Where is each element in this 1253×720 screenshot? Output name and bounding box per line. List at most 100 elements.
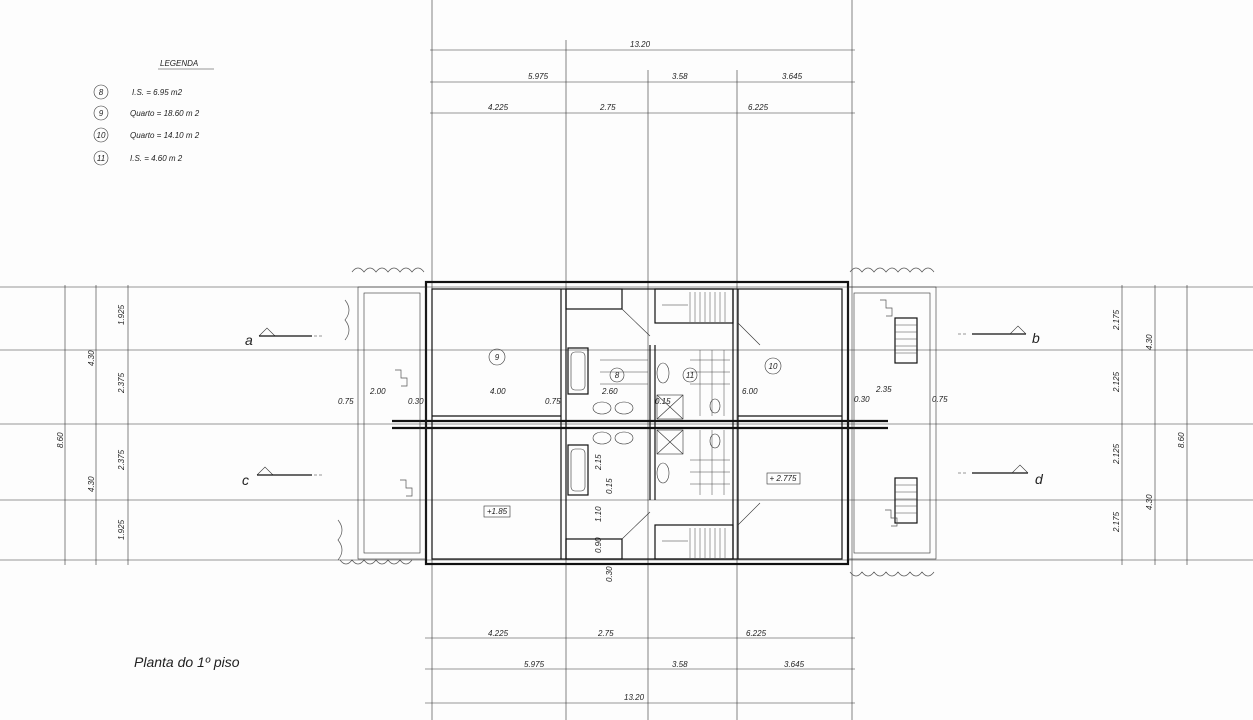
dim-5975-bottom: 5.975 — [524, 660, 545, 669]
dim-860-left: 8.60 — [56, 432, 65, 448]
dimension-labels: 13.20 5.975 3.58 3.645 4.225 2.75 6.225 … — [56, 40, 1186, 702]
legend-marker-9 — [93, 105, 109, 121]
room-label-10: 10 — [769, 362, 778, 371]
dim-6225-top: 6.225 — [748, 103, 769, 112]
dim-6225-bottom: 6.225 — [746, 629, 767, 638]
toilet-top — [656, 362, 670, 384]
bidet-top — [709, 398, 721, 414]
stairs — [662, 292, 918, 558]
dim-075-right: 0.75 — [932, 395, 948, 404]
dim-090: 0.90 — [594, 537, 603, 553]
dim-430-top-right: 4.30 — [1145, 334, 1154, 350]
section-markers: a c b d — [242, 325, 1044, 488]
dim-430-top-left: 4.30 — [87, 350, 96, 366]
legend-item-10: Quarto = 14.10 m 2 — [130, 131, 200, 140]
dim-2125-top-right: 2.125 — [1112, 371, 1121, 393]
dim-358-bottom: 3.58 — [672, 660, 688, 669]
dim-358-top: 3.58 — [672, 72, 688, 81]
vegetation-bottom-left — [339, 559, 413, 565]
terraces — [337, 267, 937, 577]
dim-110: 1.10 — [594, 506, 603, 522]
dim-1925-top-left: 1.925 — [117, 304, 126, 325]
level-box-left — [483, 505, 511, 518]
dim-2175-top-right: 2.175 — [1112, 309, 1121, 331]
sink-bottom-2 — [614, 431, 634, 445]
legend-item-11: I.S. = 4.60 m 2 — [130, 154, 183, 163]
dim-235: 2.35 — [875, 385, 892, 394]
room-marker-8 — [609, 367, 625, 383]
room-marker-10 — [764, 357, 782, 375]
vegetation-bottom-right — [849, 571, 935, 577]
dim-030-left: 0.30 — [408, 397, 424, 406]
legend-num-8: 8 — [99, 88, 104, 97]
room-labels: 9 8 11 10 +1.85 + 2.775 — [483, 348, 801, 518]
dim-total-top: 13.20 — [630, 40, 651, 49]
terrace-left — [357, 286, 427, 560]
legend-item-8: I.S. = 6.95 m2 — [132, 88, 183, 97]
section-label-a: a — [245, 332, 253, 348]
dim-600: 6.00 — [742, 387, 758, 396]
dim-1925-bottom-left: 1.925 — [117, 519, 126, 540]
section-label-b: b — [1032, 330, 1040, 346]
room-marker-9 — [488, 348, 506, 366]
sink-top-2 — [614, 401, 634, 415]
dim-075-mid: 0.75 — [545, 397, 561, 406]
dim-215: 2.15 — [594, 454, 603, 471]
room-label-8: 8 — [615, 371, 620, 380]
room-marker-11 — [682, 367, 698, 383]
shower-bottom — [656, 429, 684, 455]
section-label-c: c — [242, 472, 249, 488]
toilet-bottom — [656, 462, 670, 484]
bathtub-bottom — [567, 444, 589, 496]
legend-marker-8 — [93, 84, 109, 100]
dim-075-left: 0.75 — [338, 397, 354, 406]
level-label-right: + 2.775 — [770, 474, 797, 483]
vegetation-top-right — [849, 267, 935, 273]
legend-num-9: 9 — [99, 109, 104, 118]
dim-275-top: 2.75 — [599, 103, 616, 112]
dim-2375-bottom-left: 2.375 — [117, 449, 126, 471]
dim-3645-top: 3.645 — [782, 72, 803, 81]
dim-030-bottom: 0.30 — [605, 566, 614, 582]
dim-4225-bottom: 4.225 — [488, 629, 509, 638]
dim-400: 4.00 — [490, 387, 506, 396]
dim-2375-top-left: 2.375 — [117, 372, 126, 394]
legend-item-9: Quarto = 18.60 m 2 — [130, 109, 200, 118]
level-label-left: +1.85 — [487, 507, 508, 516]
dim-430-bottom-right: 4.30 — [1145, 494, 1154, 510]
dim-430-bottom-left: 4.30 — [87, 476, 96, 492]
legend-marker-11 — [93, 150, 109, 166]
shower-top — [656, 394, 684, 420]
sink-top-1 — [592, 401, 612, 415]
legend-heading: LEGENDA — [160, 59, 198, 68]
dim-860-right: 8.60 — [1177, 432, 1186, 448]
dim-3645-bottom: 3.645 — [784, 660, 805, 669]
room-label-9: 9 — [495, 353, 500, 362]
dim-2125-bottom-right: 2.125 — [1112, 443, 1121, 465]
vegetation-top-left — [351, 267, 425, 273]
legend-marker-10 — [93, 127, 109, 143]
dim-260: 2.60 — [601, 387, 618, 396]
bathtub-top — [567, 347, 589, 395]
legend: LEGENDA 8 I.S. = 6.95 m2 9 Quarto = 18.6… — [93, 59, 214, 166]
dim-total-bottom: 13.20 — [624, 693, 645, 702]
bidet-bottom — [709, 433, 721, 449]
dim-200: 2.00 — [369, 387, 386, 396]
dim-2175-bottom-right: 2.175 — [1112, 511, 1121, 533]
dim-030-right: 0.30 — [854, 395, 870, 404]
legend-num-10: 10 — [97, 131, 106, 140]
dim-015-vertical: 0.15 — [605, 478, 614, 494]
terrace-right — [847, 286, 937, 560]
dim-4225-top: 4.225 — [488, 103, 509, 112]
legend-num-11: 11 — [97, 154, 105, 163]
section-label-d: d — [1035, 471, 1044, 487]
level-box-right — [766, 472, 801, 485]
bathroom-fixtures — [567, 308, 761, 540]
dim-015: 0.15 — [655, 397, 671, 406]
sink-bottom-1 — [592, 431, 612, 445]
room-label-11: 11 — [686, 371, 694, 380]
dim-275-bottom: 2.75 — [597, 629, 614, 638]
